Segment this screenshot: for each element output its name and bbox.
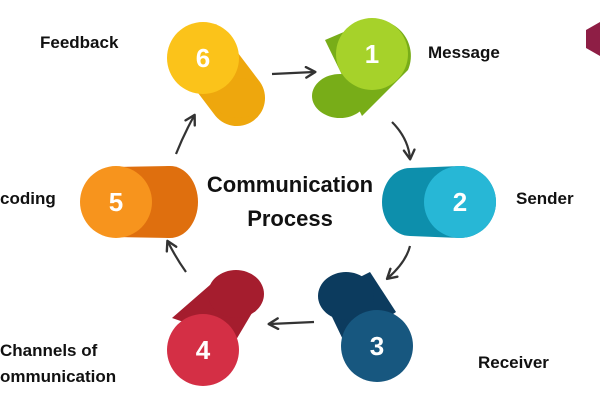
cylinder-2-face xyxy=(424,166,496,238)
arrow-5-to-6 xyxy=(174,113,196,155)
cylinder-6-face xyxy=(167,22,239,94)
label-sender: Sender xyxy=(516,189,574,208)
step-5-cylinder: 5 xyxy=(80,166,198,238)
corner-hexagon-accent xyxy=(586,22,600,56)
label-channels-line-2: ommunication xyxy=(0,367,117,387)
title-line-1: Communication xyxy=(206,172,374,197)
label-feedback: Feedback xyxy=(40,33,119,52)
cylinder-4-face xyxy=(167,314,239,386)
step-3-number: 3 xyxy=(370,331,384,361)
cylinder-3-face xyxy=(341,310,413,382)
diagram-title: Communication Process xyxy=(188,168,392,236)
step-4-cylinder: 4 xyxy=(167,270,264,386)
label-coding: coding xyxy=(0,189,56,208)
arrow-3-to-4 xyxy=(267,317,315,331)
cylinder-3-far-end xyxy=(318,272,374,320)
step-5-number: 5 xyxy=(109,187,123,217)
step-2-cylinder: 2 xyxy=(382,166,496,238)
step-6-number: 6 xyxy=(196,43,210,73)
label-channels: Channels of ommunication xyxy=(0,338,116,391)
cylinder-1-face xyxy=(336,18,408,90)
label-receiver: Receiver xyxy=(478,353,549,372)
cylinder-5-far-end xyxy=(142,166,198,238)
step-2-number: 2 xyxy=(453,187,467,217)
title-line-2: Process xyxy=(247,206,333,231)
cylinder-2-far-end xyxy=(382,168,438,236)
arrow-1-to-2 xyxy=(391,121,416,161)
step-3-cylinder: 3 xyxy=(318,272,413,382)
step-1-cylinder: 1 xyxy=(312,18,411,118)
cylinder-5-face xyxy=(80,166,152,238)
cylinder-4-far-end xyxy=(208,270,264,318)
arrow-6-to-1 xyxy=(271,65,317,79)
arrow-4-to-5 xyxy=(165,239,187,273)
cylinder-6-far-end xyxy=(212,78,264,118)
step-6-cylinder: 6 xyxy=(167,22,266,127)
step-4-number: 4 xyxy=(196,335,211,365)
label-message: Message xyxy=(428,43,500,62)
step-1-number: 1 xyxy=(365,39,379,69)
label-channels-line-1: Channels of xyxy=(0,341,98,360)
arrow-2-to-3 xyxy=(385,245,412,281)
